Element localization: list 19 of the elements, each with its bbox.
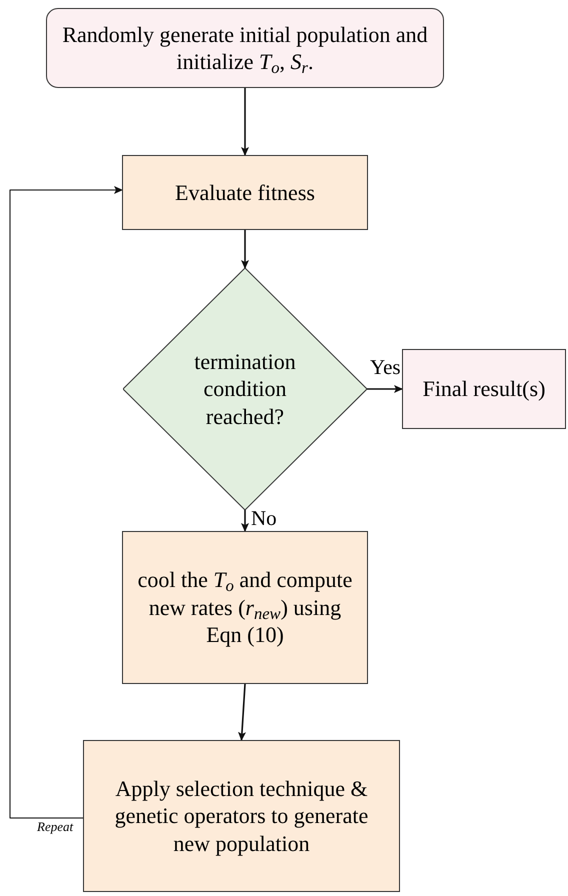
end-box (402, 349, 566, 429)
node-text: cool the T$_{o}$ and compute new rates (r$_{new}$) using Eqn (10) (136, 566, 354, 649)
decision-diamond (123, 268, 367, 510)
arrow (241, 88, 249, 156)
edge-label: Repeat (36, 820, 74, 833)
node-text: Apply selection technique & genetic operators to generate new population (114, 774, 370, 858)
node-text: termination condition reached? (193, 348, 297, 430)
node-text: Randomly generate initial population and initialize T$_{o}$, S$_{r}$. (61, 20, 429, 76)
node-text: Evaluate fitness (175, 178, 315, 206)
node-text: Final result(s) (422, 375, 546, 403)
arrow (367, 385, 403, 393)
arrow (241, 510, 249, 532)
process-box (122, 155, 368, 230)
process-box (122, 531, 368, 684)
arrow (241, 230, 249, 269)
start-box (46, 8, 444, 88)
process-box (83, 740, 400, 892)
arrow (238, 684, 246, 741)
arrow (10, 186, 123, 818)
